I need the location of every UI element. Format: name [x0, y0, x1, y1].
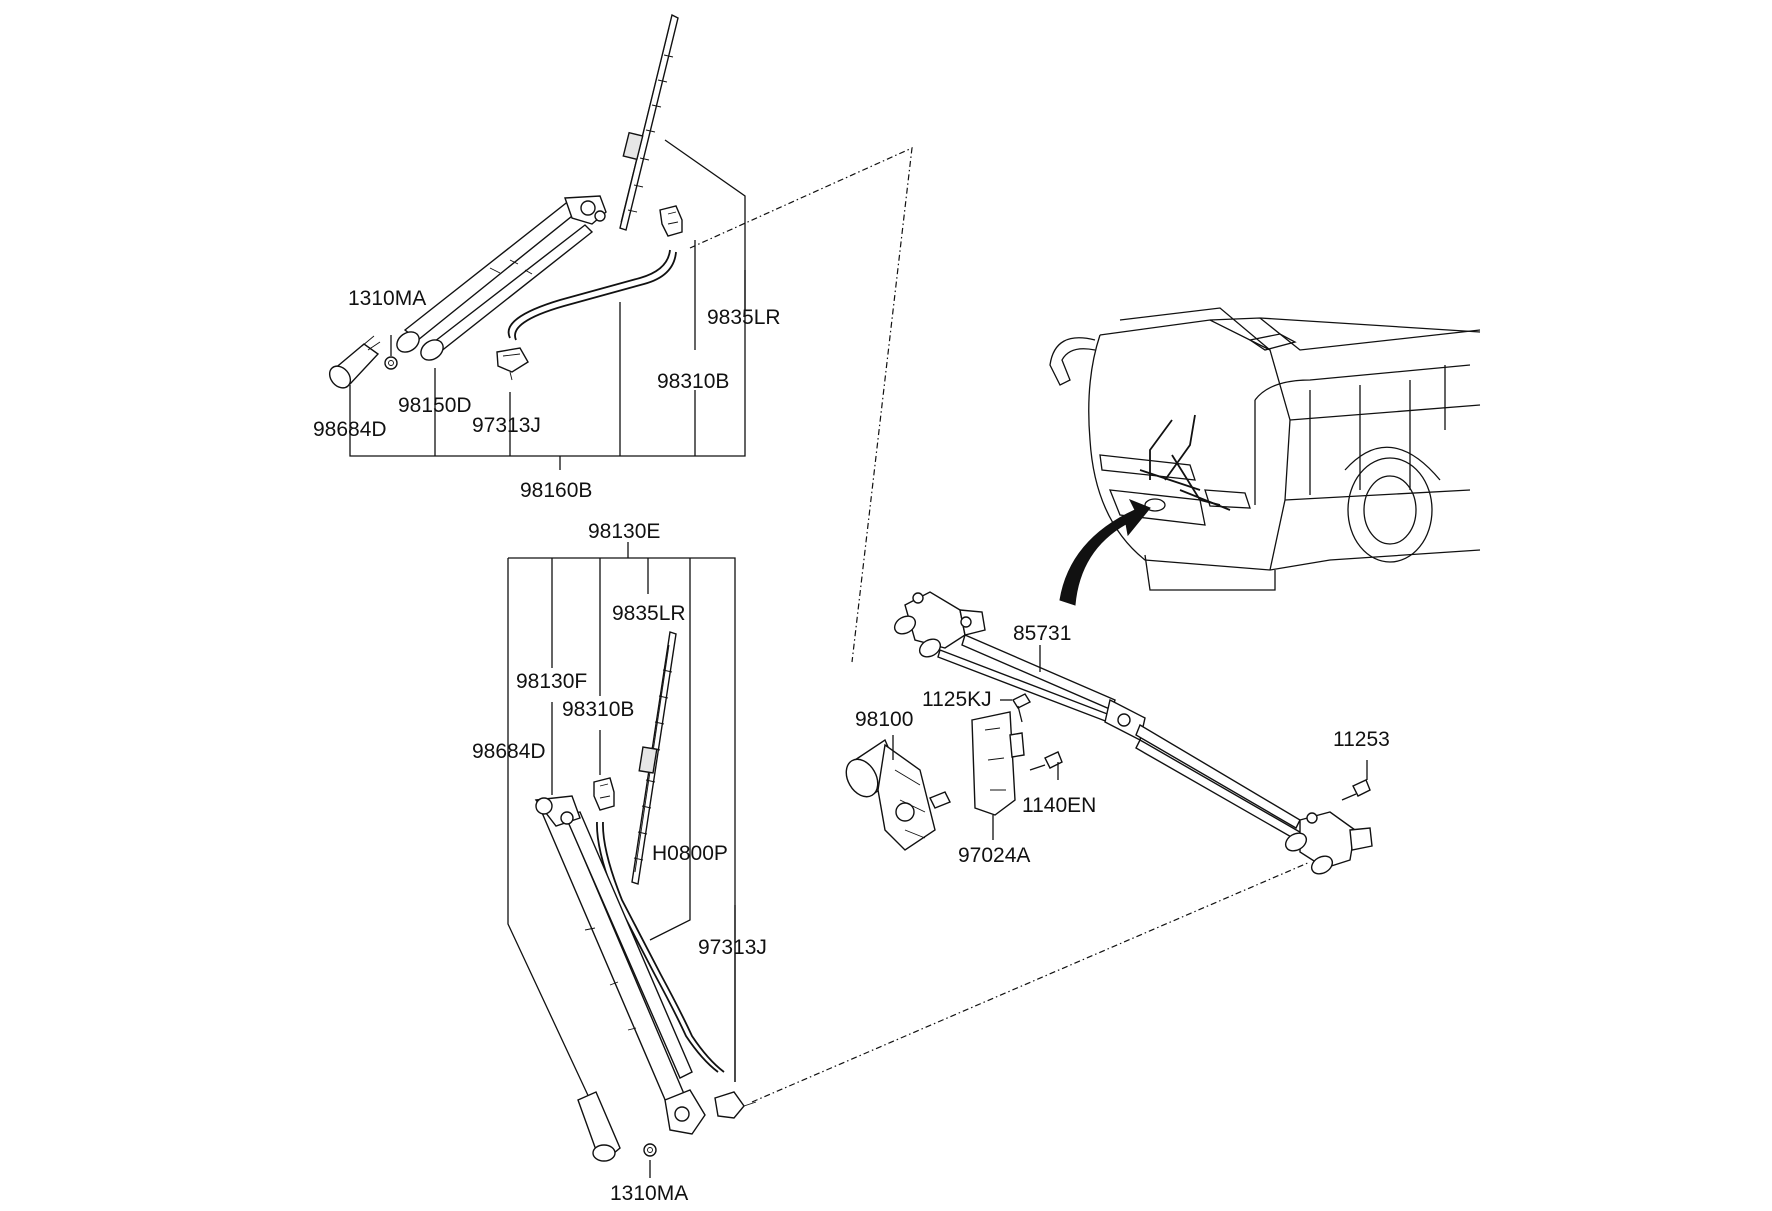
bottom-nut: [643, 1143, 657, 1157]
top-washer-nozzle: [496, 347, 529, 381]
label-98684d-top: 98684D: [313, 418, 387, 441]
bottom-washer-hose: [596, 821, 725, 1073]
label-98160b: 98160B: [520, 479, 592, 502]
bottom-wiper-blade: [631, 631, 677, 885]
label-97024a: 97024A: [958, 844, 1030, 867]
label-9835lr-top: 9835LR: [707, 306, 781, 329]
label-h0800p: H0800P: [652, 842, 728, 865]
top-hose-clip: [659, 205, 683, 237]
label-98130f: 98130F: [516, 670, 587, 693]
bolt-1140en: [1029, 751, 1063, 780]
top-wiper-assembly: [328, 13, 746, 470]
label-98684d-bot: 98684D: [472, 740, 546, 763]
wiper-motor: [845, 738, 951, 851]
label-1310ma-bot: 1310MA: [610, 1182, 688, 1205]
top-wiper-arm: [396, 195, 607, 361]
label-98130e: 98130E: [588, 520, 660, 543]
top-wiper-blade: [619, 13, 679, 231]
label-98150d: 98150D: [398, 394, 472, 417]
motor-bracket: [971, 711, 1025, 816]
top-nut: [384, 356, 398, 370]
lower-pivot: [1284, 811, 1373, 875]
label-97313j-top: 97313J: [472, 414, 541, 437]
part-labels: 1310MA 9835LR 98310B 98150D 98684D 97313…: [313, 287, 1390, 1205]
label-1125kj: 1125KJ: [922, 688, 992, 711]
wiper-linkage: [845, 591, 1373, 875]
label-9835lr-bot: 9835LR: [612, 602, 686, 625]
label-1310ma-top: 1310MA: [348, 287, 426, 310]
label-98310b-top: 98310B: [657, 370, 729, 393]
upper-pivot: [893, 591, 986, 658]
top-washer-hose: [507, 249, 677, 341]
bottom-washer-nozzle: [714, 1091, 757, 1119]
label-97313j-bot: 97313J: [698, 936, 767, 959]
bottom-wiper-assembly: [507, 542, 757, 1178]
label-98310b-bot: 98310B: [562, 698, 634, 721]
label-1140en: 1140EN: [1022, 794, 1096, 817]
label-98100: 98100: [855, 708, 913, 731]
bottom-wiper-arm: [534, 795, 706, 1135]
bus-illustration: [1049, 307, 1481, 606]
bolt-11253: [1341, 760, 1371, 801]
top-wiper-cap: [328, 335, 381, 389]
bottom-hose-clip: [593, 777, 615, 811]
label-11253: 11253: [1333, 728, 1390, 751]
bottom-wiper-cap: [577, 1091, 621, 1162]
bolt-1125kj: [1000, 693, 1032, 723]
label-85731: 85731: [1013, 622, 1071, 645]
